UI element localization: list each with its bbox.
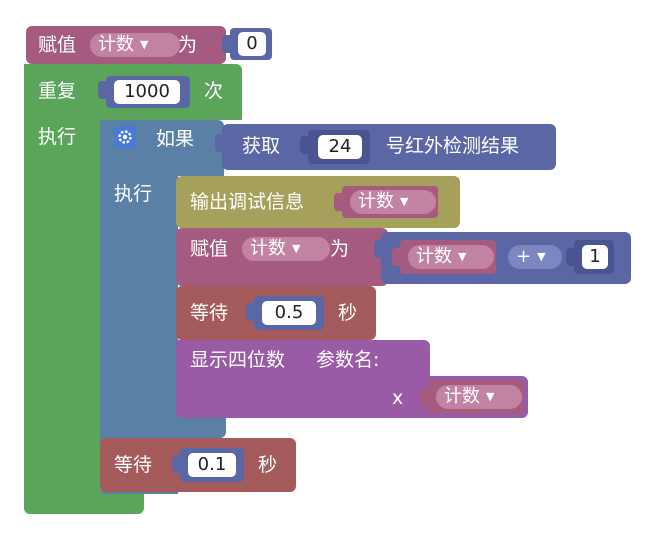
- debug-output-label: 输出调试信息: [190, 191, 305, 213]
- math-operator-text: +: [516, 246, 532, 267]
- math-left-dropdown[interactable]: 计数 ▼: [408, 245, 494, 269]
- wait-inner-unit: 秒: [338, 302, 358, 324]
- wait-outer-unit: 秒: [258, 454, 278, 476]
- assign-inc-to: 为: [330, 238, 350, 260]
- math-right-field[interactable]: 1: [582, 245, 608, 269]
- wait-outer-tab: [172, 455, 181, 473]
- assign-top-to: 为: [178, 34, 198, 56]
- if-block-footer: [100, 416, 226, 438]
- repeat-do-label: 执行: [38, 126, 77, 148]
- chevron-down-icon: ▼: [458, 250, 467, 263]
- assign-top-var-text: 计数: [98, 34, 134, 55]
- ir-read-suffix: 号红外检测结果: [386, 135, 520, 157]
- display-var-tab: [420, 388, 429, 406]
- debug-var-text: 计数: [358, 191, 394, 212]
- wait-inner-field[interactable]: 0.5: [262, 301, 316, 325]
- assign-inc-label: 赋值: [190, 238, 229, 260]
- assign-top-var-dropdown[interactable]: 计数 ▼: [90, 33, 180, 57]
- math-right-tab: [566, 248, 575, 266]
- display-x-label: x: [392, 387, 404, 409]
- if-do-label: 执行: [114, 183, 153, 205]
- ir-pin-tab: [300, 136, 309, 154]
- repeat-label: 重复: [38, 80, 77, 102]
- display-var-text: 计数: [444, 386, 480, 407]
- ir-read-get: 获取: [242, 135, 281, 157]
- repeat-block-body[interactable]: [24, 64, 100, 514]
- assign-inc-var-text: 计数: [250, 238, 286, 259]
- assign-top-value-tab: [222, 35, 231, 53]
- wait-outer-label: 等待: [114, 454, 153, 476]
- assign-top-value-field[interactable]: 0: [238, 32, 266, 56]
- display-param-label: 参数名:: [316, 349, 380, 371]
- chevron-down-icon: ▼: [537, 250, 546, 263]
- debug-var-dropdown[interactable]: 计数 ▼: [350, 190, 436, 214]
- assign-top-label: 赋值: [38, 34, 77, 56]
- wait-inner-tab: [246, 303, 255, 321]
- repeat-count-field[interactable]: 1000: [114, 80, 180, 104]
- display-var-dropdown[interactable]: 计数 ▼: [436, 385, 522, 409]
- if-label: 如果: [156, 128, 195, 150]
- wait-outer-field[interactable]: 0.1: [188, 453, 236, 477]
- wait-inner-label: 等待: [190, 302, 229, 324]
- assign-inc-var-dropdown[interactable]: 计数 ▼: [242, 237, 330, 261]
- math-left-tab: [392, 248, 401, 266]
- repeat-times-label: 次: [204, 80, 224, 102]
- chevron-down-icon: ▼: [292, 242, 301, 255]
- gear-icon[interactable]: [114, 126, 136, 148]
- repeat-count-tab: [98, 81, 107, 99]
- debug-var-tab: [334, 193, 343, 211]
- math-tab: [374, 240, 383, 258]
- ir-read-tab: [215, 134, 224, 152]
- math-left-text: 计数: [416, 246, 452, 267]
- repeat-block-footer: [24, 490, 144, 514]
- display-label: 显示四位数: [190, 349, 286, 371]
- chevron-down-icon: ▼: [486, 390, 495, 403]
- chevron-down-icon: ▼: [400, 195, 409, 208]
- chevron-down-icon: ▼: [140, 38, 149, 51]
- ir-pin-field[interactable]: 24: [318, 135, 362, 159]
- ir-read-block[interactable]: [222, 124, 556, 170]
- math-operator-dropdown[interactable]: +▼: [508, 245, 562, 269]
